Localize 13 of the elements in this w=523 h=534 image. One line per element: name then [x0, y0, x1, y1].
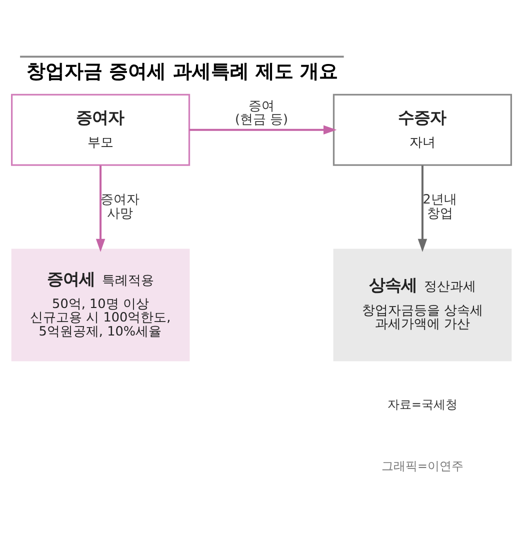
node-box: 수증자 자녀 — [332, 93, 512, 166]
arrow — [96, 164, 106, 252]
label: 그래픽=이연주 — [381, 458, 464, 472]
arrow — [189, 124, 337, 134]
edge-label: 증여 (현금 등) — [234, 98, 288, 128]
node-box: 상속세 정산과세 창업자금등을 상속세 과세가액에 가산 — [333, 248, 512, 361]
node-box: 증여세 특례적용 50억, 10명 이상 신규고용 시 100억한도, 5억원공제, 10%세율 — [11, 248, 190, 361]
node-box: 증여자 부모 — [11, 93, 190, 166]
label: 자료=국세청 — [387, 397, 458, 412]
diagram-title: 창업자금 증여세 과세특례 제도 개요 — [26, 59, 338, 82]
edge-label: 2년내 창업 — [422, 192, 457, 221]
arrow — [418, 164, 428, 252]
edge-label: 증여자 사망 — [100, 192, 140, 221]
